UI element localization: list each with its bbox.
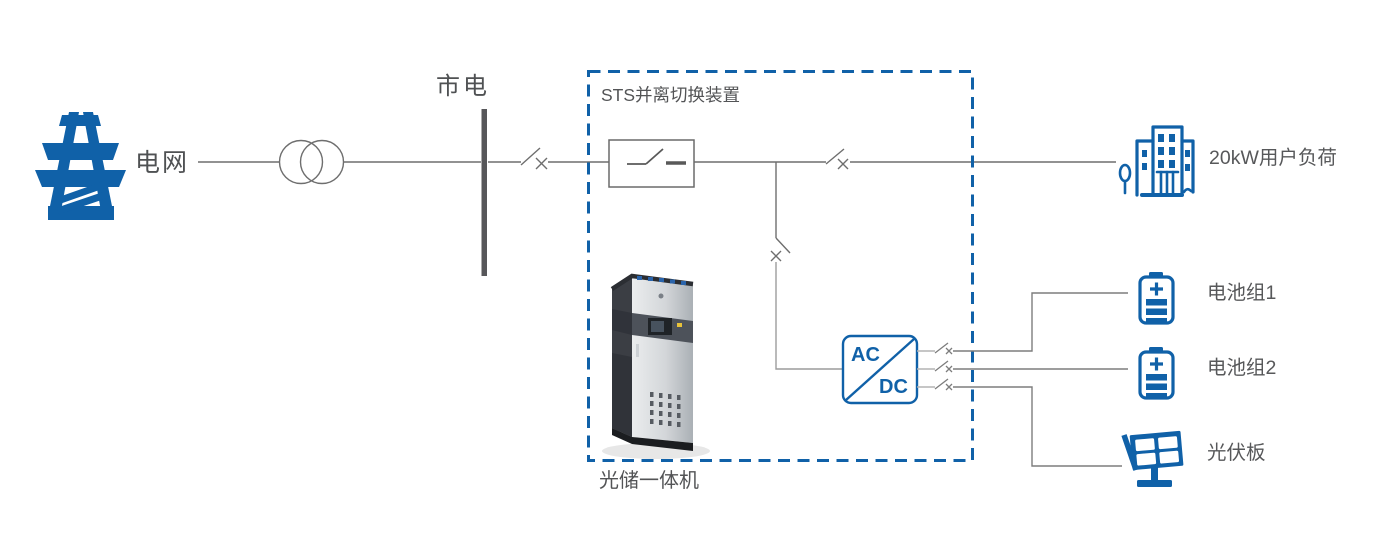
disconnect-switch-icons bbox=[520, 147, 849, 262]
battery2-label: 电池组2 bbox=[1207, 357, 1277, 379]
sts-box-label: STS并离切换装置 bbox=[601, 85, 741, 105]
battery1-label: 电池组1 bbox=[1207, 282, 1277, 304]
grid-label: 电网 bbox=[135, 149, 190, 177]
switch-cross-2 bbox=[837, 158, 849, 170]
switch-cross-3 bbox=[770, 250, 782, 262]
sts-enclosure-border bbox=[587, 70, 974, 462]
cabinet-label: 光储一体机 bbox=[599, 470, 699, 492]
switch-blade-2 bbox=[825, 148, 845, 165]
converter-output-wires bbox=[917, 292, 1128, 467]
switch-cross-1 bbox=[535, 157, 548, 170]
pv-label: 光伏板 bbox=[1207, 442, 1266, 464]
battery2-icon bbox=[1138, 345, 1175, 400]
transmission-tower-lattice bbox=[53, 180, 110, 215]
wire-drop-to-converter-2 bbox=[775, 262, 843, 370]
converter-dc-label: DC bbox=[879, 376, 908, 398]
wire-battery1 bbox=[953, 292, 1128, 352]
wire-pv bbox=[953, 386, 1122, 467]
building-icon bbox=[1118, 125, 1195, 197]
ac-dc-converter-icon bbox=[841, 334, 919, 405]
load-label: 20kW用户负荷 bbox=[1209, 147, 1337, 169]
switch-blade-3 bbox=[775, 237, 791, 254]
converter-ac-label: AC bbox=[851, 344, 880, 366]
switch-blade-1 bbox=[520, 147, 541, 166]
mains-label: 市电 bbox=[436, 73, 490, 100]
storage-inverter-cabinet-image bbox=[602, 273, 710, 459]
busbar-icon bbox=[481, 109, 487, 276]
wiring-lines bbox=[198, 161, 1116, 370]
transfer-switch-icon bbox=[608, 139, 695, 188]
battery1-icon bbox=[1138, 270, 1175, 325]
solar-panel-icon bbox=[1121, 430, 1184, 487]
wire-stubs bbox=[917, 350, 935, 388]
transformer-coils-icon bbox=[278, 139, 345, 185]
